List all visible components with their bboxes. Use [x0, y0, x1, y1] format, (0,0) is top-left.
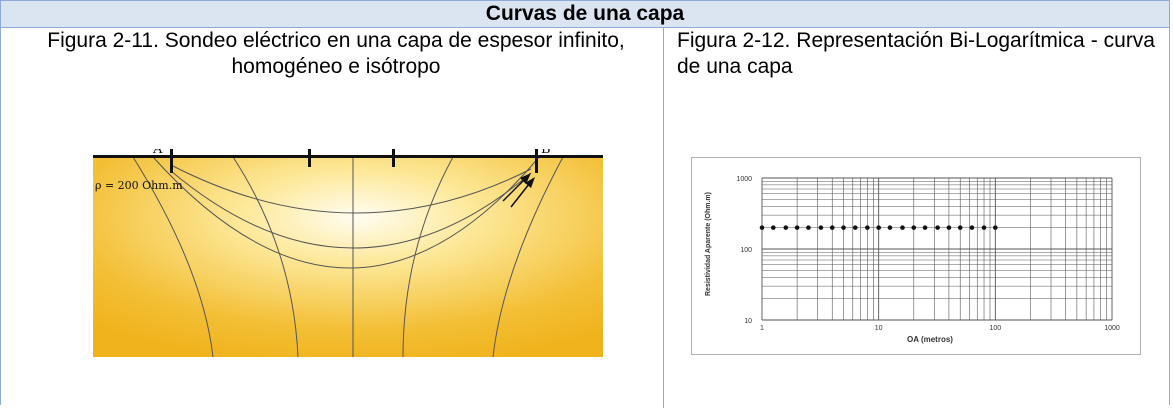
chart-frame: 1 10 100 1000 10 100 1000 OA (metros) Resistiv… — [691, 157, 1141, 355]
data-point — [993, 225, 998, 230]
data-point — [900, 225, 905, 230]
data-point — [865, 225, 870, 230]
data-point — [876, 225, 881, 230]
data-point — [806, 225, 811, 230]
electrode-n — [392, 149, 395, 167]
data-point — [969, 225, 975, 230]
surface-line — [93, 155, 603, 158]
y-tick-label: 1000 — [736, 176, 752, 183]
chart-svg: 1 10 100 1000 10 100 1000 OA (metros) Resistiv… — [705, 176, 1120, 344]
electrode-b — [535, 149, 538, 173]
data-point — [957, 225, 963, 230]
data-point — [911, 225, 917, 230]
chart-ticks: 1 10 100 1000 10 100 1000 — [736, 176, 1119, 332]
arrow-heads — [502, 173, 535, 208]
data-point — [852, 225, 858, 230]
data-point — [818, 225, 824, 230]
sounding-illustration: A M O N B ρ = 200 Ohm.m — [93, 149, 603, 357]
chart-points — [759, 225, 998, 230]
right-figure-caption: Figura 2-12. Representación Bi-Logarítmi… — [677, 29, 1155, 78]
data-point — [759, 225, 765, 230]
data-point — [935, 225, 940, 230]
field-lines — [132, 156, 564, 357]
data-point — [794, 225, 800, 230]
left-figure-caption: Figura 2-11. Sondeo eléctrico en una cap… — [47, 29, 625, 78]
x-tick-label: 10 — [875, 325, 883, 332]
data-point — [981, 225, 987, 230]
table-header: Curvas de una capa — [1, 1, 1169, 28]
electrode-m — [308, 149, 311, 167]
electrode-label-m: M — [293, 149, 306, 153]
data-point — [841, 225, 846, 230]
resistivity-label: ρ = 200 Ohm.m — [95, 179, 183, 192]
data-point — [887, 225, 893, 230]
y-tick-label: 100 — [740, 247, 752, 254]
x-tick-label: 1000 — [1104, 325, 1120, 332]
electrode-label-a: A — [152, 149, 163, 157]
x-tick-label: 1 — [760, 325, 764, 332]
data-point — [922, 225, 928, 230]
x-axis-label: OA (metros) — [907, 335, 953, 344]
electrode-label-b: B — [541, 149, 551, 157]
x-tick-label: 100 — [989, 325, 1001, 332]
electrode-a — [170, 149, 173, 173]
data-point — [946, 225, 952, 230]
y-tick-label: 10 — [744, 318, 752, 325]
data-point — [829, 225, 835, 230]
data-point — [771, 225, 776, 230]
chart-grid — [761, 177, 1113, 321]
data-point — [783, 225, 789, 230]
y-axis-label: Resistividad Aparente (Ohm.m) — [705, 192, 712, 296]
electrode-label-n: N — [398, 149, 409, 153]
column-divider — [663, 28, 664, 408]
